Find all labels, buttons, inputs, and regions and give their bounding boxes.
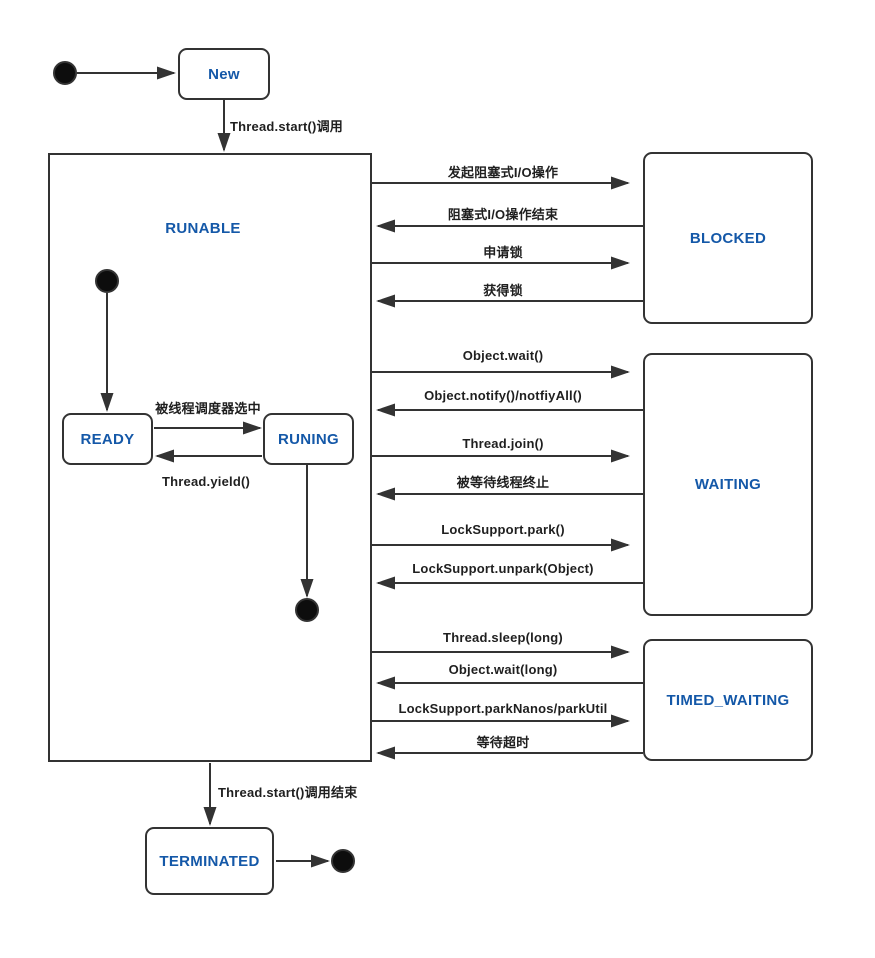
- transition-label-runnable-timed-0: Thread.sleep(long): [443, 630, 563, 645]
- transition-label-runnable-waiting-4: LockSupport.park(): [441, 522, 565, 537]
- transition-label-runnable-to-terminated: Thread.start()调用结束: [218, 785, 358, 800]
- transition-label-runnable-blocked-0: 发起阻塞式I/O操作: [447, 165, 559, 180]
- transition-label-new-to-runnable: Thread.start()调用: [230, 119, 343, 134]
- final-state-dot: [331, 849, 355, 873]
- transition-label-runnable-blocked-2: 申请锁: [483, 245, 523, 260]
- transition-label-runnable-timed-2: LockSupport.parkNanos/parkUtil: [398, 701, 608, 716]
- transition-label-runnable-waiting-3: 被等待线程终止: [456, 475, 550, 490]
- state-blocked-label: BLOCKED: [689, 229, 767, 247]
- transition-label-runnable-blocked-3: 获得锁: [483, 283, 523, 298]
- state-running-label: RUNING: [278, 430, 339, 448]
- state-terminated-label: TERMINATED: [159, 852, 260, 870]
- state-blocked: BLOCKED: [643, 152, 813, 324]
- transition-label-runnable-timed-1: Object.wait(long): [448, 662, 558, 677]
- transition-label-ready-to-running: 被线程调度器选中: [155, 401, 261, 416]
- state-new: New: [178, 48, 270, 100]
- state-ready: READY: [62, 413, 153, 465]
- state-waiting-label: WAITING: [694, 476, 762, 493]
- transition-label-runnable-waiting-5: LockSupport.unpark(Object): [412, 561, 594, 576]
- transition-label-runnable-timed-3: 等待超时: [476, 735, 530, 750]
- state-ready-label: READY: [80, 430, 135, 448]
- state-timed-waiting-label: TIMED_WAITING: [666, 691, 790, 709]
- state-waiting: WAITING: [643, 353, 813, 616]
- state-new-label: New: [208, 65, 240, 83]
- state-running: RUNING: [263, 413, 354, 465]
- transition-label-runnable-waiting-0: Object.wait(): [462, 348, 544, 363]
- runnable-final-dot: [295, 598, 319, 622]
- state-timed-waiting: TIMED_WAITING: [643, 639, 813, 761]
- state-runnable-label: RUNABLE: [165, 220, 241, 237]
- initial-state-dot: [53, 61, 77, 85]
- transition-label-runnable-waiting-2: Thread.join(): [462, 436, 544, 451]
- state-terminated: TERMINATED: [145, 827, 274, 895]
- transition-label-runnable-waiting-1: Object.notify()/notfiyAll(): [424, 388, 582, 403]
- runnable-initial-dot: [95, 269, 119, 293]
- transition-label-runnable-blocked-1: 阻塞式I/O操作结束: [447, 207, 559, 222]
- transition-label-running-to-ready: Thread.yield(): [161, 474, 251, 489]
